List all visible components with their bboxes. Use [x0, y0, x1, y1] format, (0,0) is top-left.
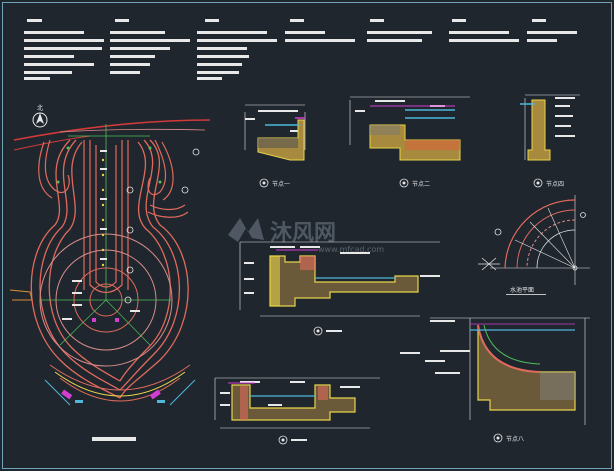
pool-plan: [9, 119, 211, 441]
watermark: 沐风网 www.mfcad.com: [228, 218, 384, 254]
partial-plan-label: 水池平面: [510, 286, 534, 294]
detail-bottom-tag: [278, 435, 307, 445]
watermark-url: www.mfcad.com: [318, 245, 384, 254]
detail-2-label: 节点二: [412, 180, 430, 188]
north-label: 北: [37, 104, 43, 112]
plan-title-bar: [92, 437, 136, 441]
detail-1-tag: 节点一: [259, 178, 290, 188]
detail-2: 节点二: [349, 96, 470, 188]
detail-3-label: 节点四: [546, 180, 564, 188]
detail-middle-tag: [313, 326, 342, 336]
cross-marker: [478, 257, 500, 271]
detail-middle: [239, 241, 440, 336]
detail-4-tag: 节点八: [493, 433, 524, 443]
notes-block: [24, 19, 577, 80]
detail-1-label: 节点一: [272, 180, 290, 188]
detail-4: 节点八: [400, 317, 590, 443]
detail-2-tag: 节点二: [399, 178, 430, 188]
detail-1: 节点一: [244, 104, 306, 188]
north-arrow: 北: [32, 104, 48, 128]
detail-3: 节点四: [520, 94, 580, 188]
detail-bottom: [214, 377, 380, 445]
detail-3-tag: 节点四: [533, 178, 564, 188]
detail-4-label: 节点八: [506, 435, 524, 443]
partial-plan: 水池平面: [478, 195, 590, 295]
